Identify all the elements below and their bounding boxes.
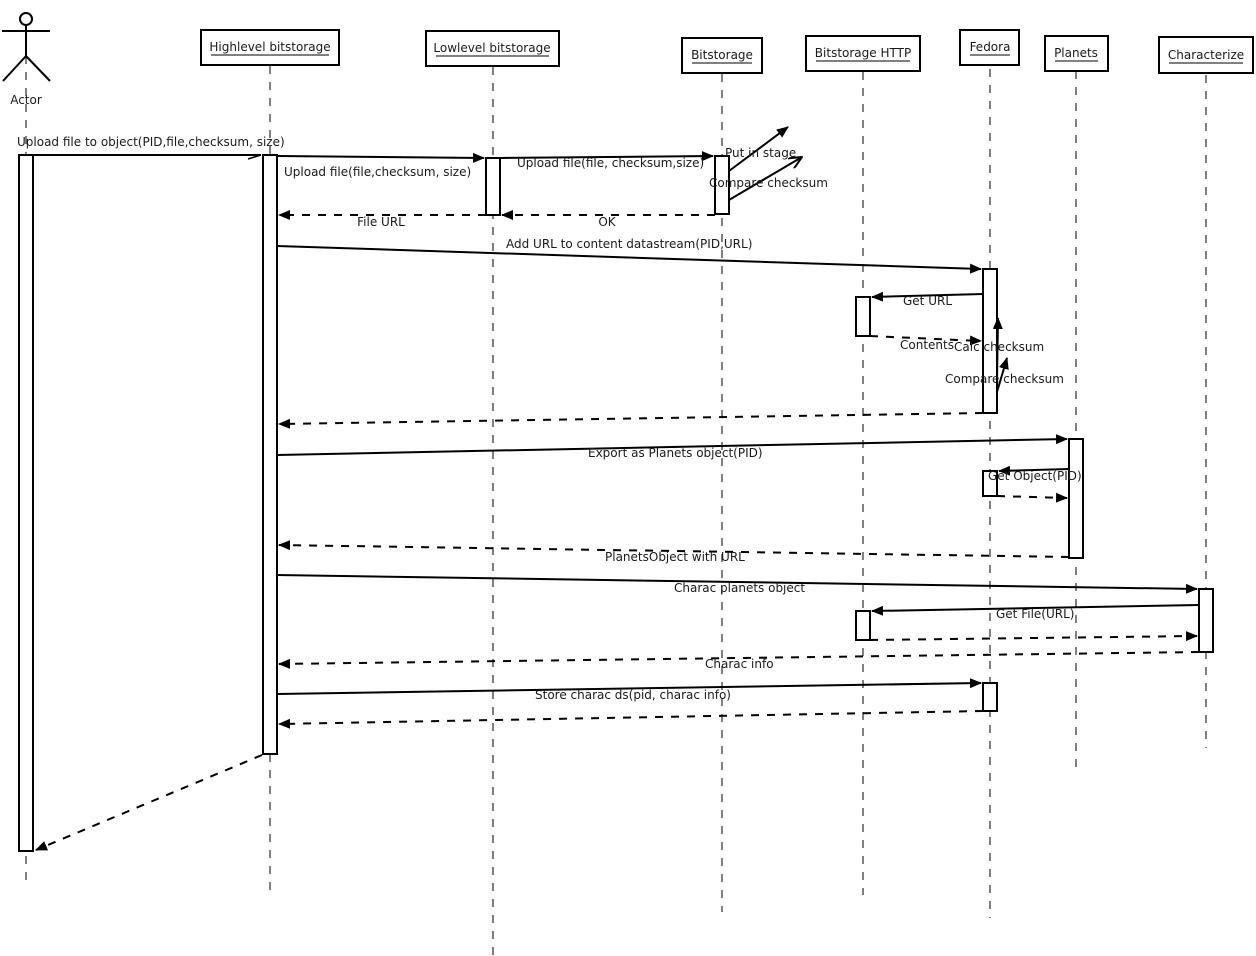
- message-label: Get File(URL): [996, 607, 1074, 621]
- participant-label: Fedora: [970, 40, 1011, 54]
- activation-fedora-2: [982, 470, 998, 497]
- return-message: [278, 710, 984, 729]
- participant-label: Bitstorage HTTP: [815, 46, 911, 60]
- message-arrow: [276, 678, 982, 695]
- participant-label: Bitstorage: [691, 48, 753, 62]
- actor-right-leg: [25, 55, 51, 82]
- message-arrow: [278, 540, 1070, 558]
- participant-characterize: Characterize: [1158, 36, 1254, 74]
- return-message: [996, 492, 1068, 503]
- message-label: OK: [598, 215, 616, 229]
- return-message: [278, 412, 984, 429]
- message-arrow: [276, 152, 485, 163]
- message: Get Object(PID): [988, 465, 1082, 483]
- message-label: Charac planets object: [674, 581, 805, 595]
- message-label: Contents: [900, 338, 954, 352]
- message-arrow: [35, 754, 263, 851]
- activation-fedora-3: [982, 682, 998, 712]
- message-label: Charac info: [705, 657, 774, 671]
- message-label: Compare checksum: [709, 176, 828, 190]
- activation-planets: [1068, 438, 1084, 559]
- return-message: File URL: [278, 210, 486, 229]
- participant-label: Lowlevel bitstorage: [433, 41, 550, 55]
- return-message: PlanetsObject with URL: [278, 540, 1070, 564]
- message: Upload file(file,checksum, size): [276, 152, 485, 179]
- participant-bitstorage-http: Bitstorage HTTP: [805, 35, 921, 72]
- message-arrow: [278, 710, 984, 729]
- activation-actor: [18, 154, 34, 852]
- activation-highlevel: [262, 154, 278, 755]
- activation-bitstorage-http-1: [855, 296, 871, 337]
- message-label: PlanetsObject with URL: [605, 550, 745, 564]
- message: Get URL: [871, 291, 984, 308]
- actor-figure: Actor: [2, 12, 51, 107]
- message-label: Compare checksum: [945, 372, 1064, 386]
- participant-label: Characterize: [1168, 48, 1244, 62]
- self-message: Compare checksum: [945, 357, 1064, 393]
- message-arrow: [998, 465, 1070, 476]
- return-message: OK: [501, 210, 715, 229]
- return-message: Charac info: [278, 651, 1200, 671]
- message-arrow: [276, 574, 1198, 594]
- message-label: Add URL to content datastream(PID,URL): [506, 237, 752, 251]
- participant-label: Highlevel bitstorage: [209, 40, 330, 54]
- activation-bitstorage-http-2: [855, 610, 871, 641]
- message-arrow: [276, 434, 1068, 456]
- message-arrow: [869, 335, 982, 346]
- participant-label: Planets: [1054, 46, 1098, 60]
- message: Upload file to object(PID,file,checksum,…: [17, 135, 285, 160]
- message-label: Get Object(PID): [988, 469, 1082, 483]
- message-arrow: [992, 317, 1003, 381]
- message-label: Upload file to object(PID,file,checksum,…: [17, 135, 285, 149]
- actor-label: Actor: [10, 93, 42, 107]
- participant-fedora: Fedora: [959, 29, 1020, 66]
- participant-highlevel: Highlevel bitstorage: [200, 29, 340, 66]
- message-label: Upload file(file,checksum, size): [284, 165, 471, 179]
- message-label: File URL: [357, 215, 405, 229]
- message: Charac planets object: [276, 574, 1198, 595]
- message: Get File(URL): [871, 604, 1200, 621]
- message-label: Upload file(file, checksum,size): [517, 156, 704, 170]
- self-message: Put in stage: [725, 126, 796, 172]
- message-arrow: [996, 492, 1068, 503]
- message: Upload file(file, checksum,size): [499, 151, 714, 170]
- message-arrow: [869, 631, 1198, 642]
- message-arrow: [871, 604, 1200, 616]
- participant-bitstorage: Bitstorage: [681, 37, 763, 74]
- return-message: [869, 631, 1198, 642]
- return-message: Contents: [869, 335, 982, 352]
- message: Export as Planets object(PID): [276, 434, 1068, 460]
- message-arrow: [499, 151, 714, 162]
- message-arrow: [728, 157, 802, 201]
- message-arrow: [996, 357, 1009, 393]
- message: Add URL to content datastream(PID,URL): [276, 237, 982, 274]
- activation-bitstorage: [714, 155, 730, 215]
- activation-characterize: [1198, 588, 1214, 653]
- self-message: Calc checksum: [954, 317, 1044, 381]
- message-arrow: [278, 412, 984, 429]
- actor-left-leg: [2, 55, 27, 82]
- message-label: Calc checksum: [954, 340, 1044, 354]
- message-arrow: [728, 126, 789, 172]
- activation-lowlevel: [485, 157, 501, 216]
- return-message: [35, 754, 263, 851]
- message: Store charac ds(pid, charac info): [276, 678, 982, 702]
- participant-lowlevel: Lowlevel bitstorage: [425, 30, 560, 67]
- message-label: Put in stage: [725, 146, 796, 160]
- message-label: Get URL: [903, 294, 952, 308]
- message-label: Export as Planets object(PID): [588, 446, 763, 460]
- actor-head-icon: [19, 12, 33, 26]
- message-arrow: [871, 291, 984, 302]
- participant-planets: Planets: [1044, 35, 1109, 72]
- message-label: Store charac ds(pid, charac info): [535, 688, 731, 702]
- message-arrow: [276, 245, 982, 274]
- self-message: Compare checksum: [709, 157, 828, 201]
